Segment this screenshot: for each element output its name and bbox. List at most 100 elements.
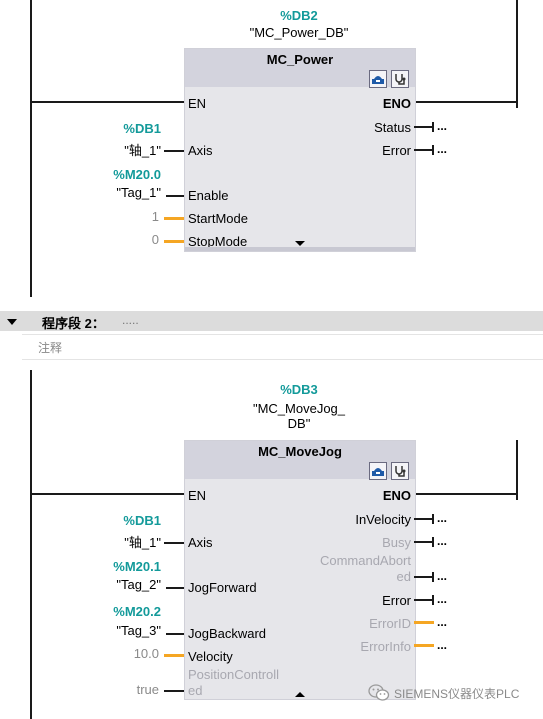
pin-busy: Busy	[382, 535, 411, 550]
jogbackward-operand-address[interactable]: %M20.2	[113, 604, 161, 619]
pin-invelocity: InVelocity	[355, 512, 411, 527]
pin-enable: Enable	[188, 188, 229, 203]
block-title-2: MC_MoveJog	[258, 444, 342, 459]
startmode-wire	[164, 217, 184, 220]
db-open-icon-2[interactable]	[369, 462, 387, 480]
diagnostics-icon-2[interactable]	[391, 462, 409, 480]
pin-error: Error	[382, 143, 411, 158]
instance-db-address[interactable]: %DB2	[280, 8, 318, 23]
axis2-operand-tag[interactable]: "轴_1"	[124, 535, 161, 550]
network-comment-field[interactable]: 注释	[22, 334, 543, 360]
pin-error-2: Error	[382, 593, 411, 608]
instance-db-name[interactable]: "MC_Power_DB"	[249, 25, 349, 40]
block-title: MC_Power	[266, 52, 334, 67]
mc-power-block[interactable]: MC_Power EN ENO Status Error Axis Enable…	[184, 48, 416, 252]
collapse-up-icon[interactable]	[295, 692, 305, 697]
jogforward-wire	[166, 587, 184, 589]
jogforward-operand-address[interactable]: %M20.1	[113, 559, 161, 574]
pin-en: EN	[188, 96, 207, 111]
status-wire	[414, 126, 432, 128]
commandaborted-wire-end	[432, 572, 434, 582]
invelocity-dots[interactable]: ...	[437, 511, 448, 525]
velocity-wire	[164, 654, 184, 657]
error2-wire	[414, 599, 432, 601]
network-header-bar[interactable]: 程序段 2： .....	[0, 311, 543, 331]
power-rail-right-2	[516, 440, 518, 500]
errorid-wire	[414, 621, 434, 624]
pin-errorid: ErrorID	[369, 616, 411, 631]
watermark: SIEMENS仪器仪表PLC	[368, 684, 519, 702]
error2-dots[interactable]: ...	[437, 592, 448, 606]
instance-db-address-2[interactable]: %DB3	[280, 382, 318, 397]
commandaborted-dots[interactable]: ...	[437, 569, 448, 583]
enable-wire	[166, 195, 184, 197]
jogforward-operand-tag[interactable]: "Tag_2"	[116, 577, 161, 592]
pin-jogbackward: JogBackward	[188, 626, 267, 641]
error-dots[interactable]: ...	[437, 142, 448, 156]
invelocity-wire	[414, 518, 432, 520]
watermark-text: SIEMENS仪器仪表PLC	[394, 686, 520, 701]
wechat-icon	[368, 684, 390, 701]
busy-wire	[414, 541, 432, 543]
instance-db-name-2b[interactable]: DB"	[287, 416, 311, 431]
collapse-toggle-icon[interactable]	[7, 319, 17, 325]
diagnostics-icon[interactable]	[391, 70, 409, 88]
rung-line-eno-1	[414, 101, 518, 103]
status-wire-end	[432, 122, 434, 132]
pin-startmode: StartMode	[188, 211, 248, 226]
pin-positioncontrolled-b: ed	[188, 683, 203, 698]
invelocity-wire-end	[432, 514, 434, 524]
pin-errorinfo: ErrorInfo	[360, 639, 411, 654]
expand-down-icon[interactable]	[295, 241, 305, 246]
errorinfo-dots[interactable]: ...	[437, 638, 448, 652]
errorid-dots[interactable]: ...	[437, 615, 448, 629]
status-dots[interactable]: ...	[437, 119, 448, 133]
comment-placeholder: 注释	[38, 341, 63, 355]
axis-operand-address[interactable]: %DB1	[123, 121, 161, 136]
velocity-value[interactable]: 10.0	[133, 646, 159, 661]
pin-status: Status	[374, 120, 411, 135]
busy-dots[interactable]: ...	[437, 534, 448, 548]
error2-wire-end	[432, 595, 434, 605]
pin-stopmode: StopMode	[188, 234, 248, 249]
positioncontrolled-value[interactable]: true	[136, 682, 159, 697]
network-title-placeholder[interactable]: .....	[122, 313, 139, 327]
power-rail-left-2	[30, 370, 32, 719]
pin-velocity: Velocity	[188, 649, 233, 664]
pin-jogforward: JogForward	[188, 580, 257, 595]
error-wire	[414, 149, 432, 151]
mc-movejog-block[interactable]: MC_MoveJog EN ENO InVelocity Busy Comman…	[184, 440, 416, 700]
rung-line-en-1	[30, 101, 186, 103]
commandaborted-wire	[414, 576, 432, 578]
error-wire-end	[432, 145, 434, 155]
startmode-value[interactable]: 1	[151, 209, 159, 224]
jogbackward-operand-tag[interactable]: "Tag_3"	[116, 623, 161, 638]
power-rail-right-1	[516, 0, 518, 108]
stopmode-wire	[164, 240, 184, 243]
axis2-wire	[164, 542, 184, 544]
pin-positioncontrolled-a: PositionControll	[188, 667, 280, 682]
instance-db-name-2a[interactable]: "MC_MoveJog_	[252, 401, 346, 416]
power-rail-left-1	[30, 0, 32, 297]
pin-axis: Axis	[188, 143, 213, 158]
rung-line-en-2	[30, 493, 186, 495]
positioncontrolled-wire	[164, 690, 184, 692]
axis-operand-tag[interactable]: "轴_1"	[124, 143, 161, 158]
pin-en-2: EN	[188, 488, 207, 503]
pin-commandaborted-a: CommandAbort	[319, 553, 411, 568]
pin-axis-2: Axis	[188, 535, 213, 550]
busy-wire-end	[432, 537, 434, 547]
block-bottom-bar	[185, 247, 415, 251]
jogbackward-wire	[166, 633, 184, 635]
stopmode-value[interactable]: 0	[151, 232, 159, 247]
db-open-icon[interactable]	[369, 70, 387, 88]
errorinfo-wire	[414, 644, 434, 647]
enable-operand-address[interactable]: %M20.0	[113, 167, 161, 182]
pin-eno-2: ENO	[382, 488, 411, 503]
pin-commandaborted-b: ed	[396, 569, 411, 584]
enable-operand-tag[interactable]: "Tag_1"	[116, 185, 161, 200]
axis-wire	[164, 150, 184, 152]
axis2-operand-address[interactable]: %DB1	[123, 513, 161, 528]
network-title[interactable]: 程序段 2：	[42, 316, 105, 331]
pin-eno: ENO	[382, 96, 411, 111]
